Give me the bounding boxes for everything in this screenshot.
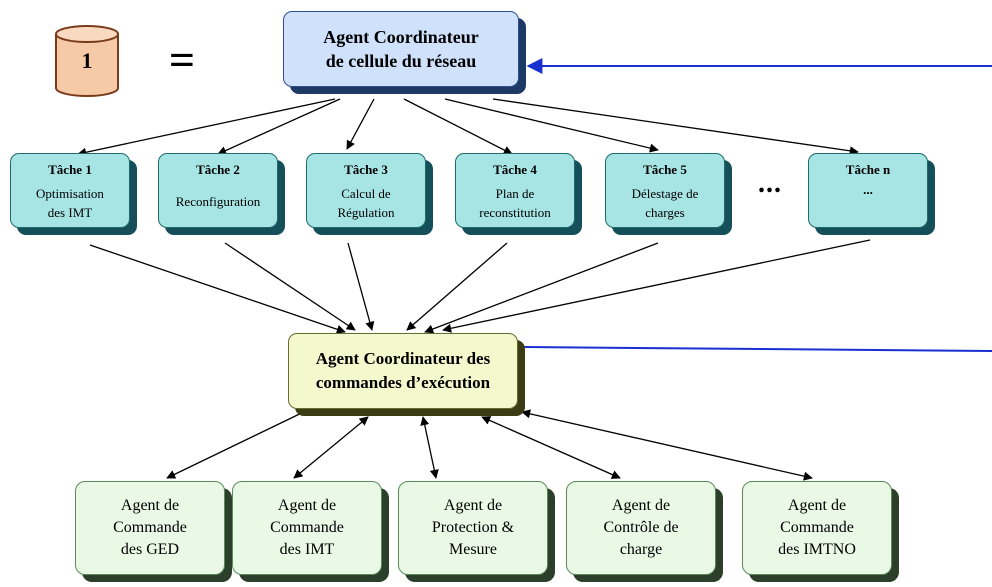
agent-5-line1: Agent de bbox=[787, 497, 847, 514]
arrow-top-to-task-2 bbox=[217, 98, 341, 155]
agent-5-line3: des IMTNO bbox=[778, 541, 856, 558]
task-3-desc-line1: Calcul de bbox=[341, 186, 391, 201]
task-4-box: Tâche 4 Plan de reconstitution bbox=[455, 153, 575, 228]
agent-1-line1: Agent de bbox=[120, 497, 180, 514]
task-1-desc: Optimisation des IMT bbox=[36, 184, 104, 222]
blue-link-line bbox=[523, 346, 992, 352]
coordinator-execution-box: Agent Coordinateur des commandes d’exécu… bbox=[288, 333, 518, 409]
task-n-desc: ... bbox=[863, 180, 873, 199]
task-5-desc-line2: charges bbox=[645, 205, 685, 220]
agent-4-line2: Contrôle de bbox=[603, 519, 679, 536]
equals-sign: = bbox=[168, 34, 196, 85]
agent-2-line1: Agent de bbox=[277, 497, 337, 514]
task-4-desc-line2: reconstitution bbox=[479, 205, 551, 220]
arrow-mid-agent-4 bbox=[481, 416, 621, 479]
arrow-mid-agent-3 bbox=[420, 416, 439, 479]
agent-3-line1: Agent de bbox=[443, 497, 503, 514]
arrow-top-to-task-1 bbox=[77, 98, 336, 157]
agent-4-line3: charge bbox=[619, 541, 663, 558]
agent-command-imt-box: Agent de Commande des IMT bbox=[232, 481, 382, 575]
task-4-desc: Plan de reconstitution bbox=[479, 184, 551, 222]
agent-3-line3: Mesure bbox=[449, 541, 497, 558]
task-n-title: Tâche n bbox=[845, 162, 891, 177]
task-4-desc-line1: Plan de bbox=[495, 186, 535, 201]
arrow-top-to-task-n bbox=[492, 98, 859, 156]
task-1-box: Tâche 1 Optimisation des IMT bbox=[10, 153, 130, 228]
arrow-task-2-to-mid bbox=[224, 242, 356, 331]
coordinator-cell-line1: Agent Coordinateur bbox=[323, 27, 479, 47]
agent-controle-charge-box: Agent de Contrôle de charge bbox=[566, 481, 716, 575]
arrow-task-n-to-mid bbox=[442, 239, 871, 333]
task-2-desc: Reconfiguration bbox=[176, 192, 260, 211]
coordinator-exec-line2: commandes d’exécution bbox=[315, 373, 491, 392]
task-n-desc-line1: ... bbox=[863, 182, 873, 197]
tasks-ellipsis: ... bbox=[758, 168, 782, 199]
task-4-title: Tâche 4 bbox=[493, 162, 537, 177]
agent-protection-mesure-box: Agent de Protection & Mesure bbox=[398, 481, 548, 575]
task-2-box: Tâche 2 Reconfiguration bbox=[158, 153, 278, 228]
agent-4-line1: Agent de bbox=[611, 497, 671, 514]
task-3-desc: Calcul de Régulation bbox=[337, 184, 394, 222]
arrow-top-to-task-4 bbox=[403, 98, 513, 155]
task-1-desc-line2: des IMT bbox=[47, 205, 93, 220]
task-5-title: Tâche 5 bbox=[643, 162, 687, 177]
arrow-mid-agent-2 bbox=[293, 416, 369, 479]
task-3-box: Tâche 3 Calcul de Régulation bbox=[306, 153, 426, 228]
arrow-task-1-to-mid bbox=[89, 244, 346, 334]
arrow-mid-agent-1 bbox=[166, 406, 315, 479]
agent-2-line3: des IMT bbox=[279, 541, 335, 558]
arrow-top-to-task-3 bbox=[346, 98, 375, 150]
agent-3-line2: Protection & bbox=[431, 519, 515, 536]
agent-1-line3: des GED bbox=[120, 541, 180, 558]
task-n-box: Tâche n ... bbox=[808, 153, 928, 228]
coordinator-cell-network-box: Agent Coordinateur de cellule du réseau bbox=[283, 11, 519, 87]
task-5-desc: Délestage de charges bbox=[632, 184, 699, 222]
cylinder-icon bbox=[55, 25, 119, 97]
agent-command-imtno-box: Agent de Commande des IMTNO bbox=[742, 481, 892, 575]
coordinator-cell-line2: de cellule du réseau bbox=[325, 51, 477, 71]
task-1-title: Tâche 1 bbox=[48, 162, 92, 177]
arrow-task-4-to-mid bbox=[406, 242, 508, 331]
task-5-desc-line1: Délestage de bbox=[631, 186, 699, 201]
agent-2-line2: Commande bbox=[270, 519, 344, 536]
arrow-task-3-to-mid bbox=[347, 242, 375, 331]
coordinator-exec-line1: Agent Coordinateur des bbox=[315, 349, 491, 368]
arrow-task-5-to-mid bbox=[424, 242, 659, 334]
task-2-title: Tâche 2 bbox=[196, 162, 240, 177]
agent-1-line2: Commande bbox=[113, 519, 187, 536]
task-5-box: Tâche 5 Délestage de charges bbox=[605, 153, 725, 228]
legend-number: 1 bbox=[81, 48, 93, 73]
task-2-desc-line1: Reconfiguration bbox=[175, 194, 261, 209]
agent-5-line2: Commande bbox=[780, 519, 854, 536]
task-3-title: Tâche 3 bbox=[344, 162, 388, 177]
task-3-desc-line2: Régulation bbox=[337, 205, 395, 220]
task-1-desc-line1: Optimisation bbox=[36, 186, 104, 201]
arrow-mid-agent-5 bbox=[521, 409, 813, 481]
agent-command-ged-box: Agent de Commande des GED bbox=[75, 481, 225, 575]
arrow-top-to-task-5 bbox=[444, 98, 659, 153]
